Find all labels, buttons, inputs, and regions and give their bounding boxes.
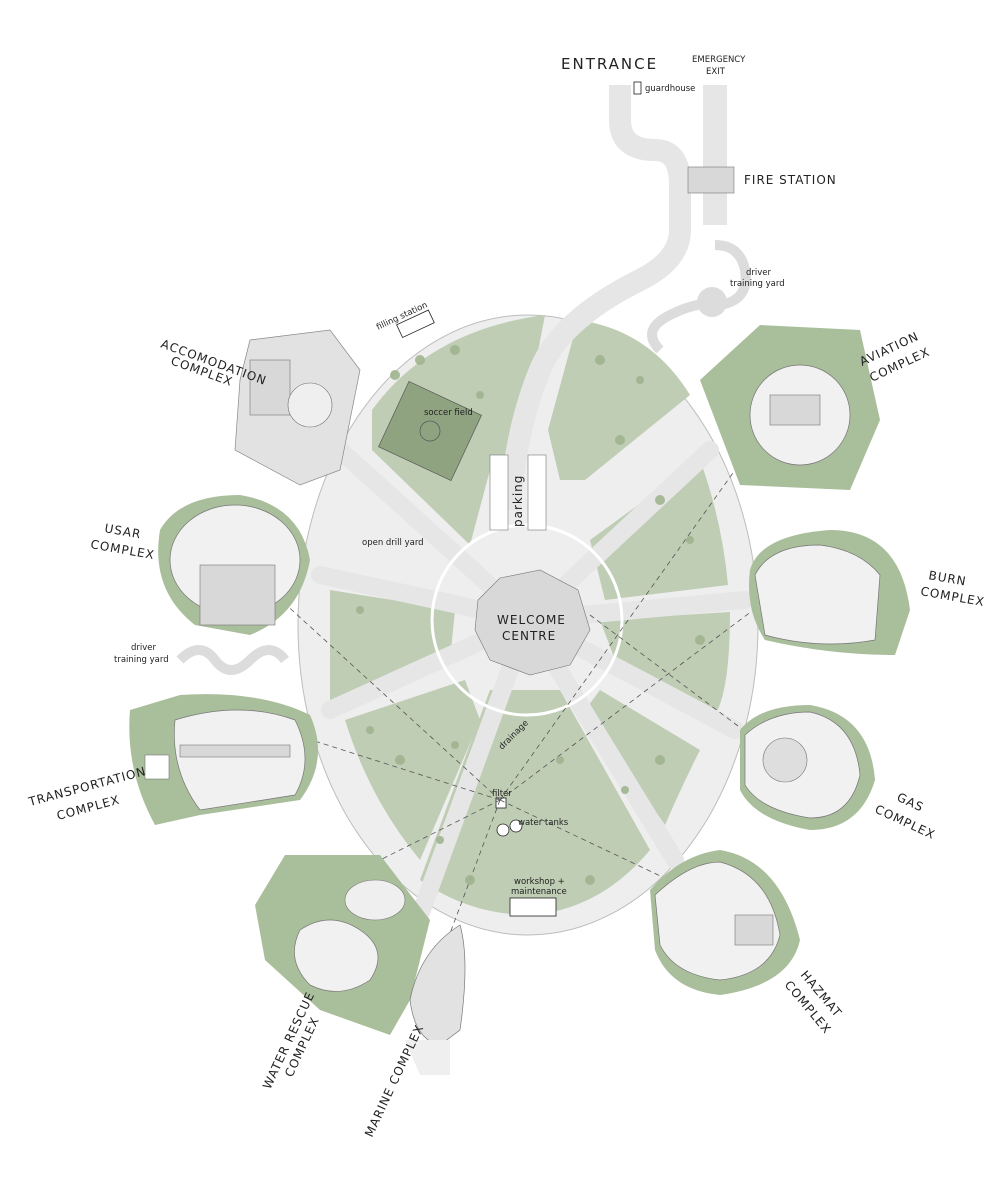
driver-training-left-label-2: training yard	[114, 655, 169, 665]
soccer-field	[378, 381, 482, 481]
fire-station-building	[687, 166, 735, 194]
marine-complex	[405, 924, 466, 1075]
welcome-centre-building	[474, 569, 591, 676]
burn-label-2: COMPLEX	[919, 584, 985, 609]
aviation-complex	[700, 325, 880, 490]
driver-training-left-label-1: driver	[131, 643, 157, 653]
hazmat-complex	[650, 850, 800, 995]
fire-station-label: FIRE STATION	[744, 173, 837, 187]
roundabout-ring	[430, 523, 624, 717]
parking-label: parking	[511, 475, 525, 527]
workshop-label-2: maintenance	[511, 887, 567, 897]
driver-training-track-left	[176, 645, 289, 675]
gas-label-2: COMPLEX	[873, 802, 938, 842]
usar-label-1: USAR	[103, 521, 142, 541]
gas-complex	[740, 705, 875, 830]
driver-training-top-label-1: driver	[746, 268, 772, 278]
soccer-field-label: soccer field	[424, 408, 473, 418]
workshop-building	[509, 897, 557, 917]
welcome-centre-label-1: WELCOME	[497, 613, 566, 627]
filter-label: filter	[492, 789, 512, 799]
water-rescue-complex	[255, 855, 430, 1035]
entrance-label: ENTRANCE	[561, 55, 658, 73]
open-drill-yard-label: open drill yard	[362, 538, 424, 548]
trees	[356, 345, 705, 885]
usar-label-2: COMPLEX	[89, 537, 155, 562]
entrance-road	[499, 85, 691, 511]
sight-lines	[269, 434, 781, 961]
marine-complex-label: MARINE COMPLEX	[362, 1022, 427, 1139]
water-tank-1	[496, 823, 510, 837]
guardhouse-label: guardhouse	[645, 84, 695, 94]
water-tanks-label: water tanks	[518, 818, 569, 828]
welcome-centre-label-2: CENTRE	[502, 629, 556, 643]
driver-training-top-label-2: training yard	[730, 279, 785, 289]
accomodation-complex	[234, 329, 361, 486]
burn-label-1: BURN	[927, 568, 967, 588]
parking-lot	[489, 454, 547, 531]
water-tank-2	[509, 819, 523, 833]
transportation-complex	[129, 694, 318, 825]
guardhouse-building	[633, 81, 642, 95]
emergency-exit-label-1: EMERGENCY	[692, 55, 746, 65]
burn-complex	[749, 530, 910, 655]
emergency-exit-label-2: EXIT	[706, 67, 726, 77]
workshop-label-1: workshop +	[514, 877, 565, 887]
driver-training-pad-top	[697, 287, 727, 317]
filling-station-building	[396, 309, 435, 339]
usar-complex	[158, 495, 310, 635]
